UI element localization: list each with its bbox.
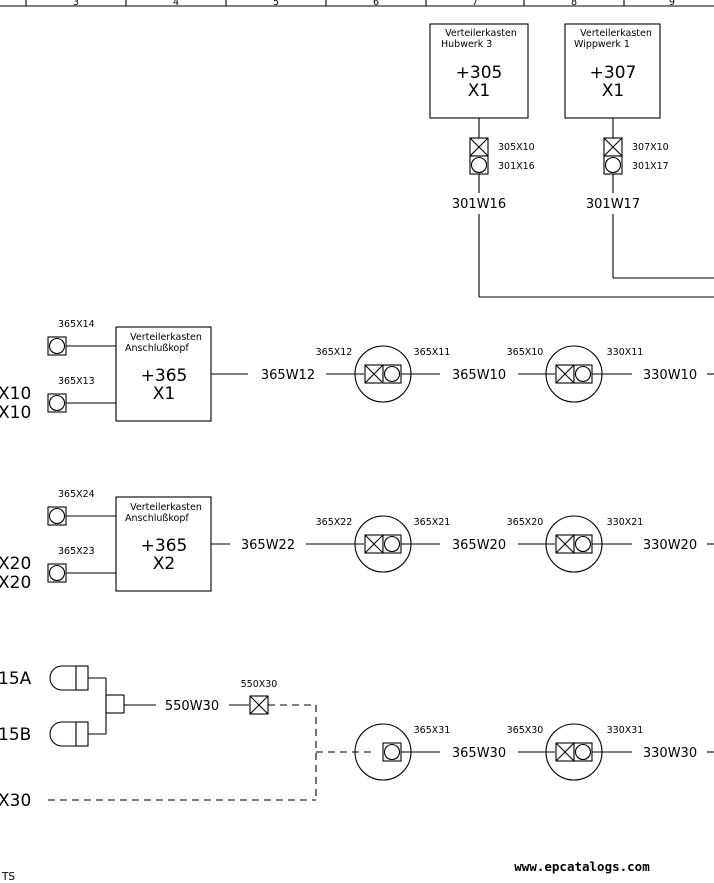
connector-330x11: [573, 364, 593, 384]
connector-label: 550X30: [241, 679, 278, 690]
column-number: 9: [669, 0, 675, 8]
junction-block: [105, 694, 125, 714]
cable-label: 330W20: [643, 538, 697, 553]
box-connector: X1: [468, 81, 490, 101]
connector-365x10: [555, 364, 575, 384]
cable-label: 365W12: [261, 368, 315, 383]
connector-365x31: [382, 742, 402, 762]
edge-label: X10: [0, 384, 31, 404]
box-subtitle: Wippwerk 1: [574, 39, 630, 50]
column-number: 7: [472, 0, 478, 8]
connector-label: 365X10: [507, 347, 544, 358]
cable-label: 365W10: [452, 368, 506, 383]
distribution-box-305: Verteilerkasten Hubwerk 3 +305 X1: [429, 23, 529, 119]
box-connector: X1: [153, 384, 175, 404]
connector-330x31: [573, 742, 593, 762]
box-subtitle: Anschlußkopf: [125, 513, 189, 524]
connector-307x10: [603, 137, 623, 157]
watermark-text: www.epcatalogs.com: [514, 859, 650, 874]
column-number: 8: [571, 0, 577, 8]
column-header: 3 4 5 6 7 8 9: [0, 0, 714, 8]
edge-label: 15B: [0, 725, 31, 745]
edge-label: TS: [1, 871, 15, 883]
box-connector: X1: [602, 81, 624, 101]
connector-365x12: [364, 364, 384, 384]
connector-label: 365X31: [414, 725, 451, 736]
column-number: 4: [173, 0, 179, 8]
cable-label: 301W17: [586, 197, 640, 212]
connector-label: 301X16: [498, 161, 535, 172]
cable-label: 365W30: [452, 746, 506, 761]
edge-label: X20: [0, 554, 31, 574]
connector-305x10: [469, 137, 489, 157]
connector-label: 365X13: [58, 376, 95, 387]
box-title: Verteilerkasten: [445, 28, 517, 39]
connector-365x22: [364, 534, 384, 554]
connector-label: 305X10: [498, 142, 535, 153]
connector-365x23: [47, 563, 67, 583]
column-number: 6: [373, 0, 379, 8]
cable-label: 550W30: [165, 699, 219, 714]
box-title: Verteilerkasten: [130, 502, 202, 513]
box-id: +365: [141, 536, 188, 556]
connector-label: 365X11: [414, 347, 451, 358]
connector-label: 365X12: [316, 347, 353, 358]
connector-330x21: [573, 534, 593, 554]
box-subtitle: Hubwerk 3: [441, 39, 492, 50]
connector-365x13: [47, 393, 67, 413]
connector-label: 365X22: [316, 517, 353, 528]
distribution-box-365-x2: Verteilerkasten Anschlußkopf +365 X2: [115, 496, 212, 592]
connector-365x30: [555, 742, 575, 762]
edge-label: 15A: [0, 669, 32, 689]
distribution-box-307: Verteilerkasten Wippwerk 1 +307 X1: [564, 23, 661, 119]
connector-301x17: [603, 155, 623, 175]
connector-365x21: [382, 534, 402, 554]
connector-label: 330X11: [607, 347, 644, 358]
cable-label: 301W16: [452, 197, 506, 212]
cable-label: 365W22: [241, 538, 295, 553]
cable-label: 330W10: [643, 368, 697, 383]
connector-label: 365X21: [414, 517, 451, 528]
connector-365x14: [47, 336, 67, 356]
edge-label: X20: [0, 573, 31, 593]
distribution-box-365-x1: Verteilerkasten Anschlußkopf +365 X1: [115, 326, 212, 422]
connector-label: 330X31: [607, 725, 644, 736]
box-id: +307: [590, 63, 637, 83]
connector-301x16: [469, 155, 489, 175]
connector-label: 301X17: [632, 161, 669, 172]
connector-label: 365X20: [507, 517, 544, 528]
column-number: 3: [73, 0, 79, 8]
connector-label: 330X21: [607, 517, 644, 528]
connector-label: 365X23: [58, 546, 95, 557]
connector-550x30: [249, 695, 269, 715]
connector-label: 307X10: [632, 142, 669, 153]
connector-365x24: [47, 506, 67, 526]
connector-label: 365X14: [58, 319, 95, 330]
connector-label: 365X24: [58, 489, 95, 500]
box-title: Verteilerkasten: [130, 332, 202, 343]
edge-label: X30: [0, 791, 31, 811]
box-id: +305: [456, 63, 503, 83]
box-id: +365: [141, 366, 188, 386]
box-connector: X2: [153, 554, 175, 574]
lamp-15b: [49, 721, 89, 747]
lamp-15a: [49, 665, 89, 691]
edge-label: X10: [0, 403, 31, 423]
box-title: Verteilerkasten: [580, 28, 652, 39]
connector-365x20: [555, 534, 575, 554]
column-number: 5: [273, 0, 279, 8]
connector-label: 365X30: [507, 725, 544, 736]
connector-365x11: [382, 364, 402, 384]
cable-label: 330W30: [643, 746, 697, 761]
box-subtitle: Anschlußkopf: [125, 343, 189, 354]
cable-label: 365W20: [452, 538, 506, 553]
